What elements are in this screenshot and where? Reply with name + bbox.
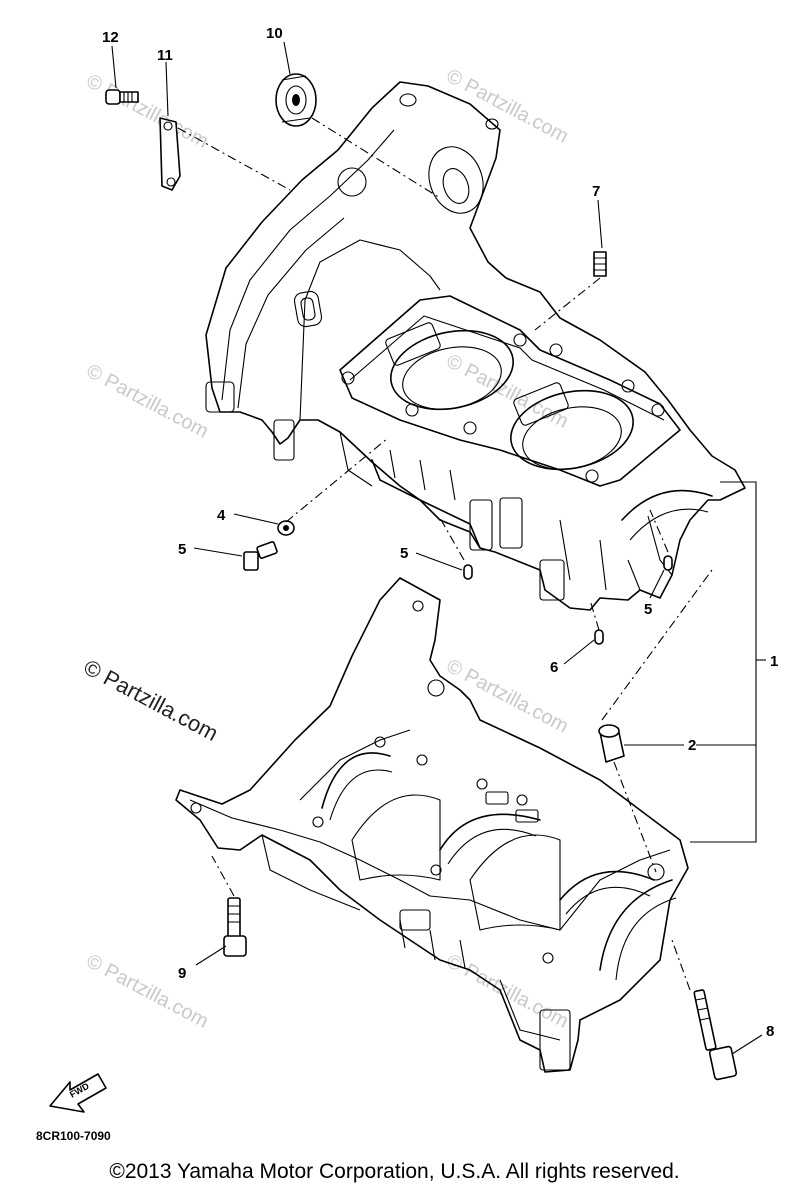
callout-9: 9: [178, 965, 186, 982]
bearing-part: [275, 73, 317, 127]
callout-3: 4: [217, 507, 226, 524]
copyright-footer: ©2013 Yamaha Motor Corporation, U.S.A. A…: [109, 1160, 680, 1183]
upper-crankcase: [205, 81, 746, 611]
screw-part: [243, 541, 278, 571]
callout-5-right: 5: [644, 601, 652, 618]
parts-diagram: © Partzilla.com © Partzilla.com © Partzi…: [36, 25, 778, 1143]
callout-2: 2: [688, 737, 696, 754]
watermark: © Partzilla.com: [83, 360, 212, 443]
callout-6: 6: [550, 659, 558, 676]
fwd-arrow-icon: FWD: [49, 1073, 107, 1113]
plate-part: [159, 117, 181, 191]
lower-crankcase: [175, 577, 689, 1073]
callout-7: 7: [592, 183, 600, 200]
callout-leaders: [111, 41, 766, 1055]
callout-11: 11: [157, 47, 173, 64]
short-bolt-part: [223, 897, 247, 957]
drawing-code: 8CR100-7090: [36, 1129, 111, 1143]
alignment-lines: [177, 117, 713, 991]
watermark: © Partzilla.com: [443, 65, 572, 148]
sleeve-part: [598, 724, 625, 763]
callout-4: 5: [178, 541, 186, 558]
callout-12: 12: [102, 29, 119, 46]
washer-part: [277, 520, 295, 536]
dowel-part: [593, 251, 607, 277]
watermark: © Partzilla.com: [443, 950, 572, 1033]
watermark: © Partzilla.com: [443, 350, 572, 433]
callout-1: 1: [770, 653, 778, 670]
watermark: © Partzilla.com: [83, 70, 212, 153]
watermark-group: © Partzilla.com © Partzilla.com © Partzi…: [80, 65, 572, 1033]
callouts: 12 11 10 7 4 5 5 5 6 1 2 9 8: [102, 25, 778, 1040]
callout-5: 5: [400, 545, 408, 562]
callout-8: 8: [766, 1023, 774, 1040]
callout-10: 10: [266, 25, 283, 42]
watermark: © Partzilla.com: [83, 950, 212, 1033]
bolt-part: [105, 89, 139, 105]
long-bolt-part: [693, 989, 738, 1081]
pins: [463, 555, 673, 645]
watermark-main: © Partzilla.com: [80, 654, 223, 746]
